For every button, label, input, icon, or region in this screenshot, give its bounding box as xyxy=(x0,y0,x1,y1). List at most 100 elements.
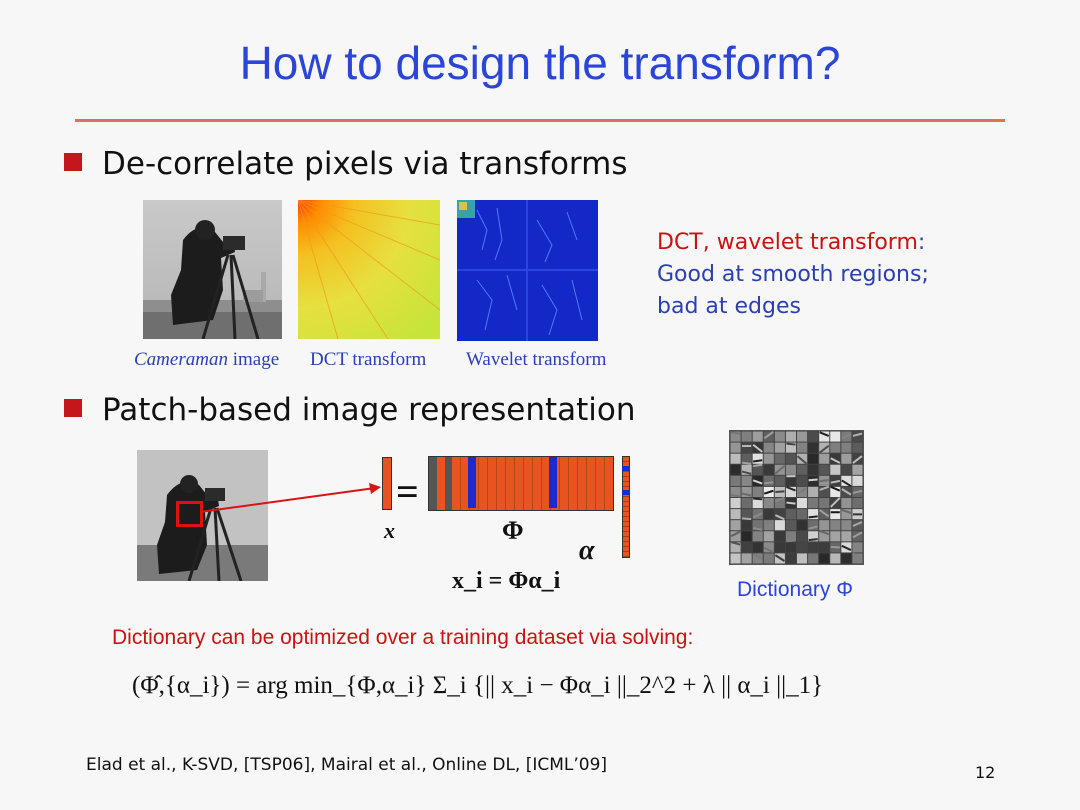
dictionary-atom xyxy=(852,431,863,442)
dictionary-atom-edge xyxy=(730,541,741,546)
dictionary-atom-edge xyxy=(841,433,852,440)
dictionary-atom xyxy=(808,542,819,553)
dictionary-atom xyxy=(741,520,752,531)
slide-title: How to design the transform? xyxy=(239,37,841,89)
dictionary-atom xyxy=(763,509,774,520)
dictionary-atom xyxy=(797,520,808,531)
dictionary-atom xyxy=(774,520,785,531)
dictionary-atom-edge xyxy=(753,463,763,468)
label-phi: Φ xyxy=(502,516,524,545)
dictionary-atom xyxy=(819,453,830,464)
dictionary-atom xyxy=(763,520,774,531)
dictionary-atom xyxy=(808,453,819,464)
dictionary-atom-edge xyxy=(852,552,863,563)
dictionary-atom xyxy=(741,509,752,520)
dictionary-atom xyxy=(730,464,741,475)
sparse-vector-alpha xyxy=(622,456,630,558)
dictionary-atom xyxy=(797,431,808,442)
dictionary-atom xyxy=(841,453,852,464)
dictionary-atom xyxy=(841,509,852,520)
transform-note: DCT, wavelet transform: Good at smooth r… xyxy=(657,230,929,319)
dictionary-atom xyxy=(730,475,741,486)
dictionary-atom xyxy=(830,453,841,464)
dictionary-atom-edge xyxy=(819,509,830,518)
dictionary-atom xyxy=(830,431,841,442)
label-alpha: α xyxy=(579,535,595,566)
dictionary-atom xyxy=(852,464,863,475)
dictionary-atom xyxy=(819,442,830,453)
dictionary-atom-edge xyxy=(763,489,774,495)
dictionary-atom xyxy=(808,442,819,453)
dictionary-atom xyxy=(819,553,830,564)
dictionary-atom-edge xyxy=(741,470,752,475)
dictionary-atom-edge xyxy=(819,530,830,536)
dictionary-atom xyxy=(808,464,819,475)
dictionary-atom xyxy=(730,442,741,453)
dictionary-atom-edge xyxy=(753,459,763,463)
dictionary-atom xyxy=(774,531,785,542)
dictionary-atom xyxy=(808,509,819,520)
dictionary-atom-edge xyxy=(752,443,763,453)
patch-arrow-icon xyxy=(199,483,381,513)
dictionary-atom xyxy=(797,553,808,564)
dictionary-atom-edge xyxy=(786,486,796,492)
dictionary-atom-edge xyxy=(730,431,741,435)
dictionary-atom xyxy=(763,453,774,464)
dictionary-atom-edge xyxy=(786,442,796,446)
dictionary-atoms-image xyxy=(729,430,864,565)
dictionary-atom xyxy=(797,475,808,486)
dictionary-atom xyxy=(819,464,830,475)
dictionary-atom-edge xyxy=(841,544,852,551)
dictionary-atom xyxy=(841,553,852,564)
dictionary-atom-edge xyxy=(830,497,841,508)
dictionary-atom xyxy=(741,486,752,497)
dictionary-atom xyxy=(797,464,808,475)
dictionary-atom xyxy=(752,431,763,442)
caption-wavelet: Wavelet transform xyxy=(466,349,607,370)
dictionary-atom xyxy=(730,542,741,553)
dictionary-atom xyxy=(730,509,741,520)
dictionary-atom xyxy=(785,453,796,464)
dictionary-atom xyxy=(819,431,830,442)
dictionary-atom-edge xyxy=(774,496,785,503)
dictionary-atom xyxy=(852,531,863,542)
dictionary-atom xyxy=(797,531,808,542)
dictionary-atom xyxy=(741,531,752,542)
dictionary-atom-edge xyxy=(741,492,752,497)
dictionary-atom xyxy=(841,464,852,475)
dictionary-atom-edge xyxy=(841,509,852,514)
dictionary-atom-edge xyxy=(741,431,752,442)
dictionary-atom xyxy=(841,520,852,531)
dictionary-atom-edge xyxy=(852,432,863,437)
dictionary-atom xyxy=(741,553,752,564)
dictionary-atom xyxy=(763,498,774,509)
dictionary-atom-edge xyxy=(775,490,785,493)
dictionary-atom xyxy=(819,486,830,497)
dictionary-atom-edge xyxy=(774,554,785,562)
dictionary-atom xyxy=(797,509,808,520)
dictionary-atom-edge xyxy=(752,527,763,531)
dictionary-atom xyxy=(808,486,819,497)
dictionary-atom xyxy=(808,475,819,486)
dictionary-atom-edge xyxy=(852,521,863,527)
dictionary-atom xyxy=(774,431,785,442)
dictionary-atom-edge xyxy=(742,517,752,521)
dictionary-atom-edge xyxy=(752,553,763,560)
dictionary-atom xyxy=(730,486,741,497)
dictionary-atom xyxy=(830,553,841,564)
dictionary-atom xyxy=(830,520,841,531)
dictionary-matrix xyxy=(428,456,614,511)
dictionary-atom-edge xyxy=(752,512,763,519)
dictionary-atom-edge xyxy=(819,479,829,483)
dictionary-atom xyxy=(774,542,785,553)
dictionary-atom-edge xyxy=(819,431,830,437)
dictionary-atom-edge xyxy=(730,530,741,538)
dictionary-atom xyxy=(785,486,796,497)
dictionary-atom xyxy=(752,486,763,497)
caption-dct: DCT transform xyxy=(310,349,427,370)
dictionary-atom-edge xyxy=(786,501,796,505)
dictionary-atom-edge xyxy=(808,515,818,519)
dictionary-atom xyxy=(830,531,841,542)
dictionary-atom xyxy=(763,553,774,564)
